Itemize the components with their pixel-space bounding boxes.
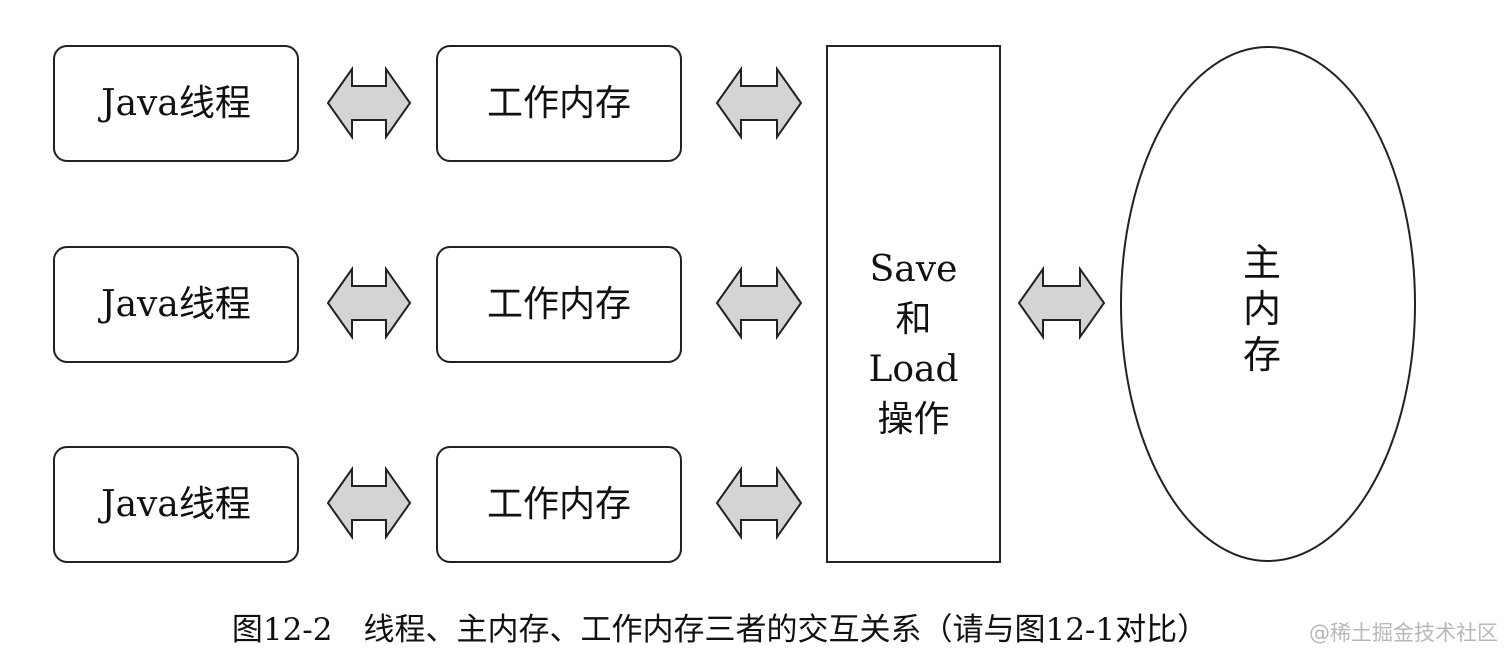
working-memory-box-2: 工作内存 xyxy=(436,246,682,363)
double-arrow-memory-to-operations-2 xyxy=(715,265,803,341)
operations-line-3: Load xyxy=(868,349,959,390)
main-memory-label: 主 内 存 xyxy=(1232,240,1292,378)
java-thread-label: Java线程 xyxy=(101,483,251,525)
operations-line-4: 操作 xyxy=(877,399,950,440)
main-memory-char-2: 内 xyxy=(1242,287,1281,331)
double-arrow-memory-to-operations-3 xyxy=(715,465,803,541)
working-memory-label: 工作内存 xyxy=(486,283,631,325)
double-arrow-operations-to-main-memory xyxy=(1017,265,1106,341)
main-memory-char-1: 主 xyxy=(1242,241,1281,285)
java-thread-label: Java线程 xyxy=(101,82,251,124)
operations-line-1: Save xyxy=(869,249,958,290)
java-thread-box-2: Java线程 xyxy=(53,246,299,363)
operations-line-2: 和 xyxy=(895,299,932,340)
working-memory-label: 工作内存 xyxy=(486,82,631,124)
working-memory-label: 工作内存 xyxy=(486,483,631,525)
java-thread-label: Java线程 xyxy=(101,283,251,325)
main-memory-char-3: 存 xyxy=(1242,333,1281,377)
working-memory-box-1: 工作内存 xyxy=(436,45,682,162)
main-memory-ellipse xyxy=(1120,46,1416,562)
java-thread-box-3: Java线程 xyxy=(53,446,299,563)
double-arrow-thread-to-memory-1 xyxy=(326,65,412,141)
figure-caption: 图12-2 线程、主内存、工作内存三者的交互关系（请与图12-1对比） xyxy=(231,612,1209,648)
watermark-text: @稀土掘金技术社区 xyxy=(1309,621,1498,645)
double-arrow-thread-to-memory-2 xyxy=(326,265,412,341)
double-arrow-thread-to-memory-3 xyxy=(326,465,412,541)
double-arrow-memory-to-operations-1 xyxy=(715,65,803,141)
save-load-operations-label: Save 和 Load 操作 xyxy=(828,245,999,445)
save-load-operations-box: Save 和 Load 操作 xyxy=(826,45,1001,563)
working-memory-box-3: 工作内存 xyxy=(436,446,682,563)
java-thread-box-1: Java线程 xyxy=(53,45,299,162)
